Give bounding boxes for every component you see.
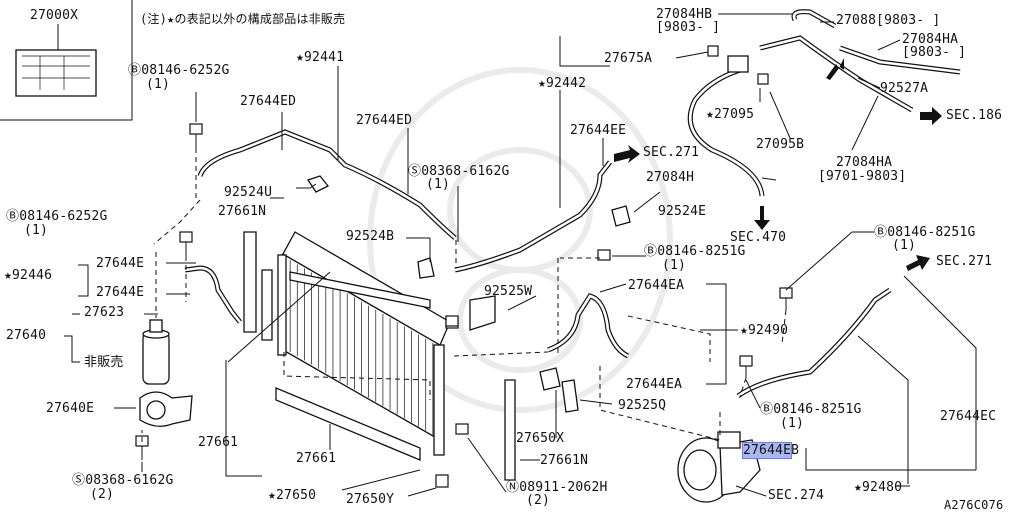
part-27000x-label: 27000X: [30, 8, 79, 23]
part-92442-label: ★92442: [538, 76, 587, 91]
part-27644eb-highlight[interactable]: 27644E: [741, 442, 793, 459]
part-27084ha-a-label: 27084HA: [902, 32, 959, 47]
part-92441-label: ★92441: [296, 50, 345, 65]
bolt-s-mid-label: Ⓢ08368-6162G: [408, 164, 510, 179]
bolt-b-right2-qty: (1): [780, 416, 805, 431]
sec274-label: SEC.274: [768, 488, 825, 503]
part-92524e-label: 92524E: [658, 204, 707, 219]
bolt-b-mid-qty: (1): [662, 258, 687, 273]
part-27644eb-selected-label[interactable]: 27644EB: [741, 442, 800, 459]
bolt-b-left-label: Ⓑ08146-6252G: [6, 209, 108, 224]
sec186-label: SEC.186: [946, 108, 1003, 123]
seal-strips: [243, 231, 516, 481]
not-sold-label: 非販売: [84, 355, 124, 370]
part-92480-label: ★92480: [854, 480, 903, 495]
bolt-b-top-qty: (1): [146, 77, 171, 92]
part-27650y-label: 27650Y: [346, 492, 395, 507]
nut-n-label: Ⓝ08911-2062H: [506, 480, 608, 495]
part-92527a-label: 92527A: [880, 81, 929, 96]
part-92525w-label: 92525W: [484, 284, 533, 299]
dashed-lines: [141, 148, 787, 460]
part-27644ed-a-label: 27644ED: [240, 94, 297, 109]
clips: [306, 175, 631, 413]
part-92524b-label: 92524B: [346, 229, 395, 244]
part-27640e-label: 27640E: [46, 401, 95, 416]
bolt-b-top-label: Ⓑ08146-6252G: [128, 63, 230, 78]
watermark: [367, 67, 673, 413]
part-27661-a-label: 27661: [198, 435, 239, 450]
leader-lines: [64, 13, 977, 497]
part-27088-label: 27088[9803- ]: [836, 13, 941, 28]
part-27644ee-label: 27644EE: [570, 123, 627, 138]
part-27644ea-a-label: 27644EA: [628, 278, 685, 293]
part-27644ed-b-label: 27644ED: [356, 113, 413, 128]
part-27644ea-b-label: 27644EA: [626, 377, 683, 392]
part-27084ha-b-label: 27084HA: [836, 155, 893, 170]
sec470-label: SEC.470: [730, 230, 787, 245]
part-27661n-a-label: 27661N: [218, 204, 267, 219]
bolt-b-left-qty: (1): [24, 223, 49, 238]
bolt-s-bot-qty: (2): [90, 487, 115, 502]
nut-n-qty: (2): [526, 493, 551, 508]
pipes: [184, 9, 961, 399]
part-27644e-a-label: 27644E: [96, 256, 145, 271]
part-27084hb-label: 27084HB: [656, 7, 713, 22]
receiver-drier: [142, 319, 170, 385]
bolts: [135, 45, 793, 488]
part-92524u-label: 92524U: [224, 185, 273, 200]
part-27640-label: 27640: [6, 328, 47, 343]
sec271-a-label: SEC.271: [643, 145, 700, 160]
part-27084ha-b-date: [9701-9803]: [818, 169, 907, 184]
note-text: (注)★の表記以外の構成部品は非販売: [140, 12, 346, 26]
part-27095b-label: 27095B: [756, 137, 805, 152]
part-27084h-label: 27084H: [646, 170, 695, 185]
drier-bracket: [139, 391, 193, 427]
part-27661-b-label: 27661: [296, 451, 337, 466]
part-27095-label: ★27095: [706, 107, 755, 122]
part-27623-label: 27623: [84, 305, 125, 320]
part-92490-label: ★92490: [740, 323, 789, 338]
part-92446-label: ★92446: [4, 268, 53, 283]
figure-code: A276C076: [944, 498, 1004, 512]
sec271-b-label: SEC.271: [936, 254, 993, 269]
bolt-b-right-qty: (1): [892, 238, 917, 253]
part-27650-label: ★27650: [268, 488, 317, 503]
part-27644ec-label: 27644EC: [940, 409, 997, 424]
bolt-b-right2-label: Ⓑ08146-8251G: [760, 402, 862, 417]
bolt-s-bot-label: Ⓢ08368-6162G: [72, 473, 174, 488]
part-27675a-label: 27675A: [604, 51, 653, 66]
bolt-s-mid-qty: (1): [426, 177, 451, 192]
label-plate-27000x: [0, 0, 133, 121]
part-92525q-label: 92525Q: [618, 398, 667, 413]
arrows: [614, 58, 942, 271]
part-27661n-b-label: 27661N: [540, 453, 589, 468]
part-27084hb-date: [9803- ]: [656, 20, 721, 35]
part-27084ha-a-date: [9803- ]: [902, 45, 967, 60]
bolt-b-right-label: Ⓑ08146-8251G: [874, 225, 976, 240]
bolt-b-mid-label: Ⓑ08146-8251G: [644, 244, 746, 259]
part-27650x-label: 27650X: [516, 431, 565, 446]
part-27644e-b-label: 27644E: [96, 285, 145, 300]
part-27644eb-suffix: B: [791, 443, 800, 458]
